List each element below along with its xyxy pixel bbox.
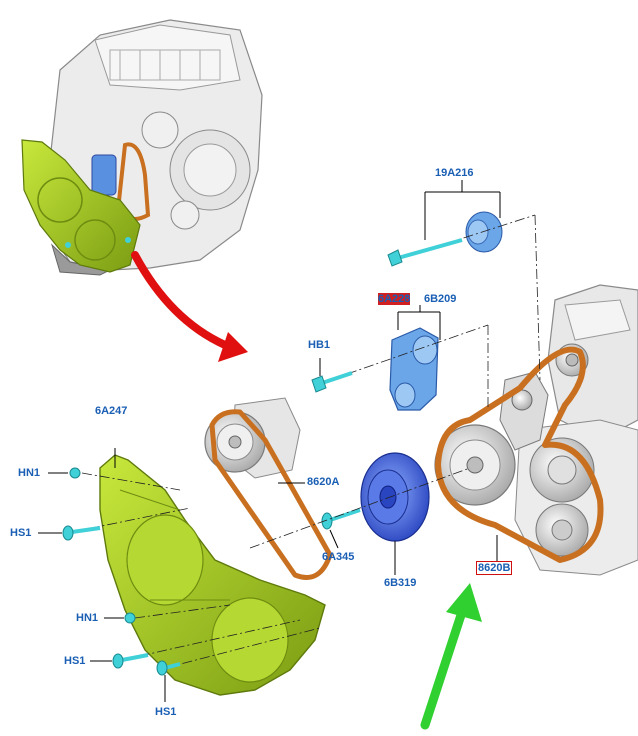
label-pump-belt: 8620A [307, 476, 340, 488]
accessory-drive-assembly [434, 284, 638, 576]
green-arrow-icon [420, 583, 482, 730]
crankshaft-damper [249, 452, 471, 575]
accessory-belt-8620b [435, 346, 604, 563]
label-nut-lower: HN1 [76, 612, 99, 624]
label-damper-bolt: 6A345 [322, 551, 355, 563]
label-screw-upper: HS1 [10, 527, 32, 539]
label-screw-lower-bottom: HS1 [155, 706, 177, 718]
label-screw-lower-left: HS1 [64, 655, 86, 667]
label-tensioner-a: 6A228 [378, 293, 411, 305]
red-arrow-icon [131, 251, 248, 362]
label-accessory-belt: 8620B [476, 561, 513, 575]
tensioner-assembly [311, 305, 489, 411]
label-tensioner-b: 6B209 [424, 293, 457, 305]
idler-pulley [387, 180, 541, 381]
water-pump-assembly [204, 397, 333, 580]
pump-belt-8620a [209, 409, 333, 580]
cover-fasteners [38, 467, 321, 702]
engine-assembly [21, 19, 263, 276]
label-front-cover: 6A247 [95, 405, 128, 417]
label-nut-upper: HN1 [18, 467, 41, 479]
label-crank-damper: 6B319 [384, 577, 417, 589]
label-tensioner-bolt: HB1 [308, 339, 331, 351]
label-idler-pulley: 19A216 [435, 167, 474, 179]
